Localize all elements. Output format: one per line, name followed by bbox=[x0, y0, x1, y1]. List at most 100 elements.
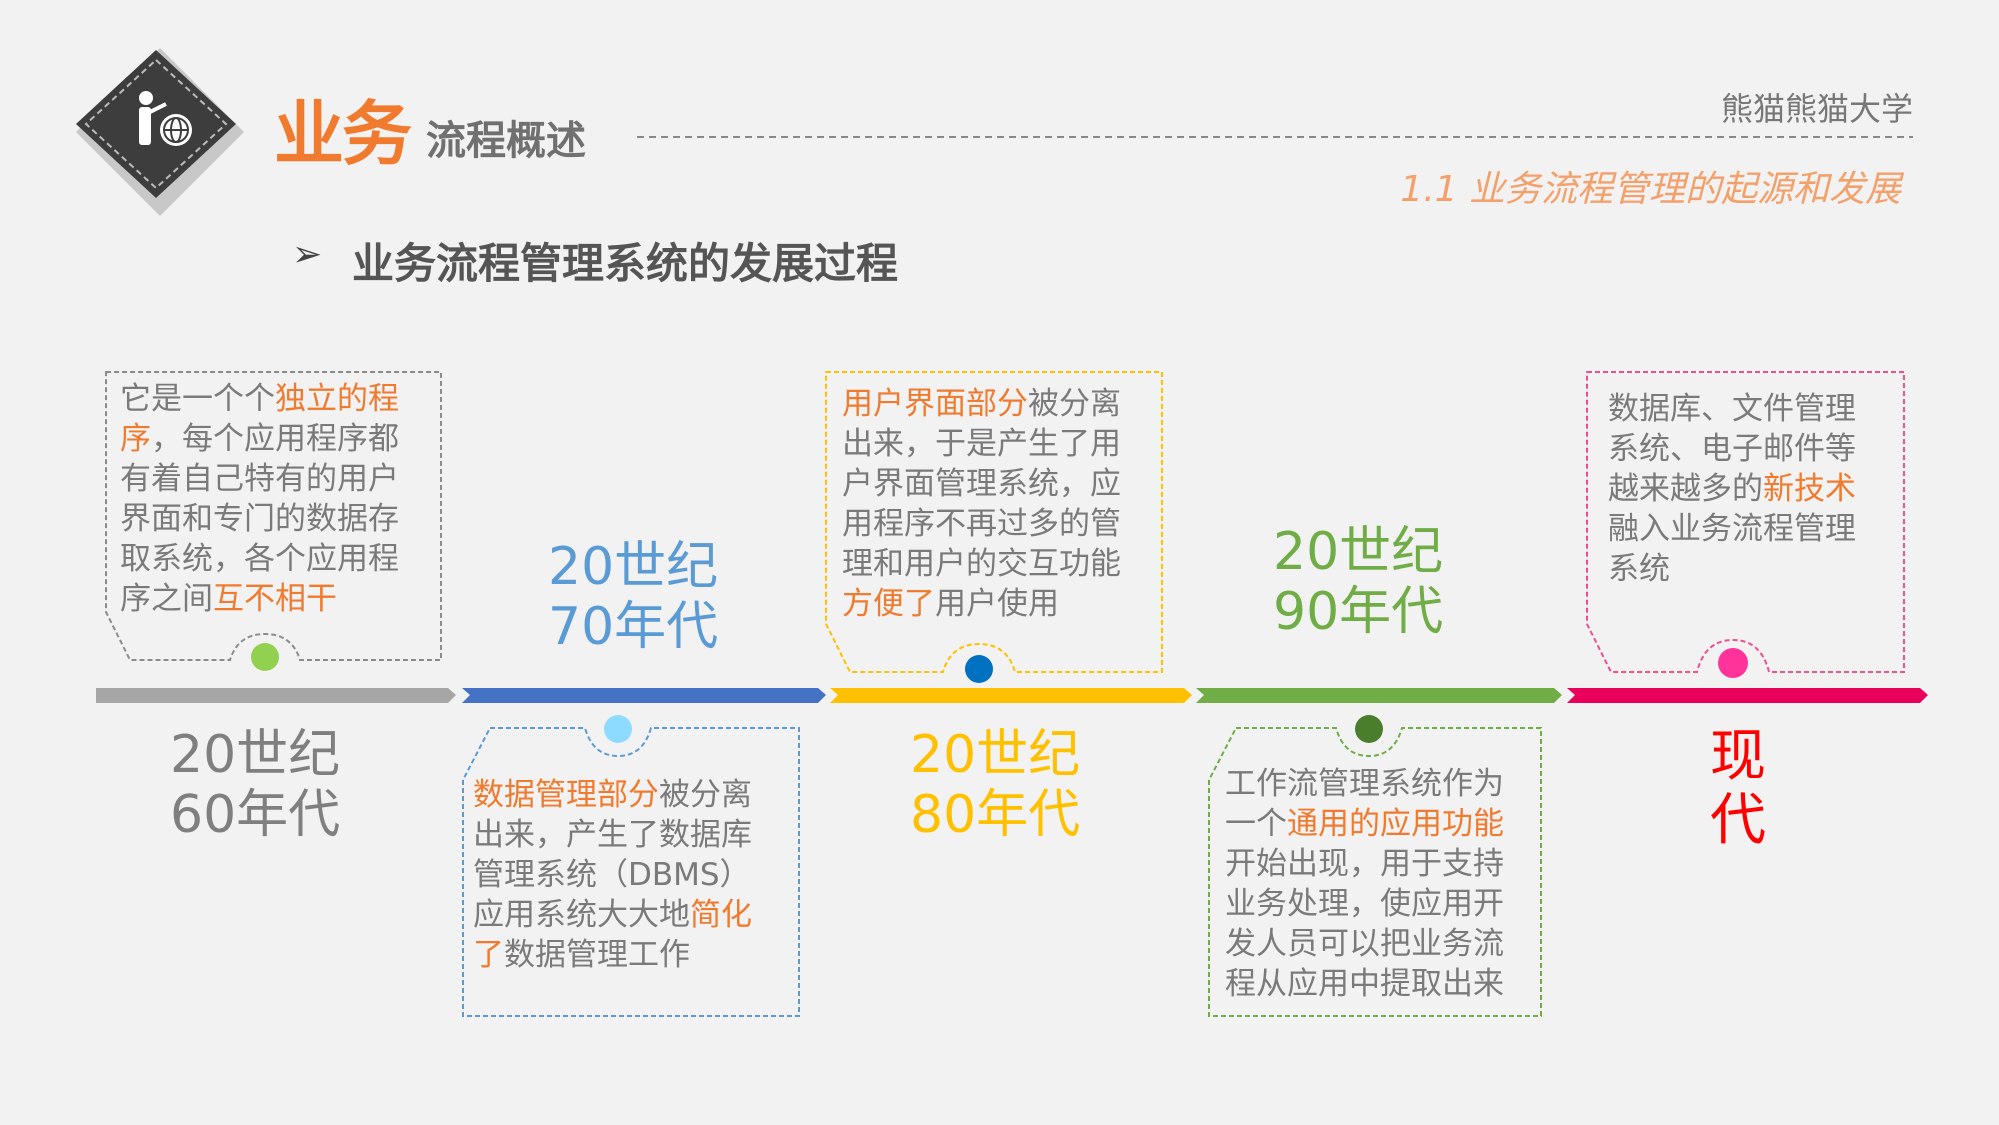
box-text-70s: 数据管理部分被分离出来，产生了数据库管理系统（DBMS）应用系统大大地简化了数据… bbox=[473, 775, 752, 975]
box-text-line: 户界面管理系统，应 bbox=[842, 464, 1121, 504]
highlighted-text: 简化 bbox=[690, 897, 752, 933]
timeline-dot-70s bbox=[604, 715, 632, 743]
timeline-dot-80s bbox=[965, 655, 993, 683]
box-text-line: 出来，产生了数据库 bbox=[473, 815, 752, 855]
box-text-line: 方便了用户使用 bbox=[842, 584, 1121, 624]
era-century: 20世纪 bbox=[910, 725, 1081, 785]
box-70s-border bbox=[462, 727, 800, 1017]
era-second-char: 代 bbox=[1710, 788, 1766, 853]
section-title: 1.1 业务流程管理的起源和发展 bbox=[1400, 169, 1901, 210]
era-label-60s: 20世纪 60年代 bbox=[170, 725, 340, 845]
box-text-line: 用户界面部分被分离 bbox=[842, 384, 1121, 424]
highlighted-text: 了 bbox=[473, 937, 504, 973]
era-label-80s: 20世纪 80年代 bbox=[910, 725, 1080, 845]
box-text-line: 数据库、文件管理 bbox=[1608, 389, 1856, 429]
box-modern-border bbox=[1586, 371, 1905, 673]
section-heading: 业务流程管理系统的发展过程 bbox=[352, 239, 899, 288]
box-text-line: 出来，于是产生了用 bbox=[842, 424, 1121, 464]
body-text: 被分离 bbox=[659, 777, 752, 813]
timeline bbox=[96, 688, 1928, 703]
body-text: 被分离 bbox=[1028, 386, 1121, 422]
box-text-line: 了数据管理工作 bbox=[473, 935, 752, 975]
highlighted-text: 用户界面部分 bbox=[842, 386, 1028, 422]
highlighted-text: 独立的程 bbox=[275, 381, 399, 417]
body-text: 开始出现，用于支持 bbox=[1225, 846, 1504, 882]
body-text: 管理系统（DBMS） bbox=[473, 857, 751, 893]
box-text-line: 融入业务流程管理 bbox=[1608, 509, 1856, 549]
box-text-line: 开始出现，用于支持 bbox=[1225, 844, 1504, 884]
era-decade: 80年代 bbox=[910, 785, 1081, 845]
timeline-dot-modern bbox=[1718, 648, 1748, 678]
box-text-line: 序，每个应用程序都 bbox=[120, 419, 399, 459]
box-text-line: 业务处理，使应用开 bbox=[1225, 884, 1504, 924]
timeline-segment-80s bbox=[830, 688, 1192, 703]
box-text-line: 序之间互不相干 bbox=[120, 579, 399, 619]
box-text-line: 理和用户的交互功能 bbox=[842, 544, 1121, 584]
body-text: 取系统，各个应用程 bbox=[120, 541, 399, 577]
box-90s-border bbox=[1208, 727, 1542, 1017]
highlighted-text: 方便了 bbox=[842, 586, 935, 622]
body-text: 融入业务流程管理 bbox=[1608, 511, 1856, 547]
body-text: 有着自己特有的用户 bbox=[120, 461, 399, 497]
body-text: 业务处理，使应用开 bbox=[1225, 886, 1504, 922]
box-text-line: 越来越多的新技术 bbox=[1608, 469, 1856, 509]
body-text: 出来，于是产生了用 bbox=[842, 426, 1121, 462]
brand-name: 熊猫熊猫大学 bbox=[1720, 90, 1913, 128]
body-text: 界面和专门的数据存 bbox=[120, 501, 399, 537]
box-text-line: 它是一个个独立的程 bbox=[120, 379, 399, 419]
box-text-line: 管理系统（DBMS） bbox=[473, 855, 752, 895]
timeline-segment-60s bbox=[96, 688, 456, 703]
era-century: 20世纪 bbox=[170, 725, 341, 785]
era-decade: 90年代 bbox=[1273, 582, 1444, 642]
timeline-dot-60s bbox=[251, 643, 279, 671]
highlighted-text: 序 bbox=[120, 421, 151, 457]
era-label-90s: 20世纪 90年代 bbox=[1273, 522, 1443, 642]
box-text-line: 一个通用的应用功能 bbox=[1225, 804, 1504, 844]
body-text: 数据库、文件管理 bbox=[1608, 391, 1856, 427]
arrow-bullet-icon: ➢ bbox=[292, 234, 323, 275]
box-text-line: 取系统，各个应用程 bbox=[120, 539, 399, 579]
timeline-segment-70s bbox=[462, 688, 826, 703]
box-text-line: 系统 bbox=[1608, 549, 1856, 589]
body-text: 用户使用 bbox=[935, 586, 1059, 622]
box-text-line: 应用系统大大地简化 bbox=[473, 895, 752, 935]
body-text: 一个 bbox=[1225, 806, 1287, 842]
page-subtitle: 流程概述 bbox=[426, 118, 586, 164]
era-first-char: 现 bbox=[1710, 724, 1766, 789]
timeline-segment-modern bbox=[1567, 688, 1928, 703]
box-text-line: 数据管理部分被分离 bbox=[473, 775, 752, 815]
era-label-70s: 20世纪 70年代 bbox=[548, 537, 718, 657]
body-text: 系统 bbox=[1608, 551, 1670, 587]
box-text-80s: 用户界面部分被分离出来，于是产生了用户界面管理系统，应用程序不再过多的管理和用户… bbox=[842, 384, 1121, 624]
body-text: 程从应用中提取出来 bbox=[1225, 966, 1504, 1002]
era-century: 20世纪 bbox=[548, 537, 719, 597]
box-text-90s: 工作流管理系统作为一个通用的应用功能开始出现，用于支持业务处理，使应用开发人员可… bbox=[1225, 764, 1504, 1004]
body-text: 工作流管理系统作为 bbox=[1225, 766, 1504, 802]
box-text-line: 工作流管理系统作为 bbox=[1225, 764, 1504, 804]
box-text-line: 系统、电子邮件等 bbox=[1608, 429, 1856, 469]
highlighted-text: 通用的应用功能 bbox=[1287, 806, 1504, 842]
highlighted-text: 新技术 bbox=[1763, 471, 1856, 507]
era-century: 20世纪 bbox=[1273, 522, 1444, 582]
body-text: 用程序不再过多的管 bbox=[842, 506, 1121, 542]
body-text: ，每个应用程序都 bbox=[151, 421, 399, 457]
box-text-modern: 数据库、文件管理系统、电子邮件等越来越多的新技术融入业务流程管理系统 bbox=[1608, 389, 1856, 589]
timeline-segment-90s bbox=[1196, 688, 1562, 703]
box-text-line: 有着自己特有的用户 bbox=[120, 459, 399, 499]
era-label-modern: 现 代 bbox=[1710, 725, 1766, 853]
box-text-60s: 它是一个个独立的程序，每个应用程序都有着自己特有的用户界面和专门的数据存取系统，… bbox=[120, 379, 399, 619]
box-60s-border bbox=[105, 371, 442, 661]
body-text: 出来，产生了数据库 bbox=[473, 817, 752, 853]
body-text: 序之间 bbox=[120, 581, 213, 617]
body-text: 理和用户的交互功能 bbox=[842, 546, 1121, 582]
era-decade: 60年代 bbox=[170, 785, 341, 845]
box-text-line: 界面和专门的数据存 bbox=[120, 499, 399, 539]
box-80s-border bbox=[825, 371, 1163, 673]
page-title: 业务 bbox=[274, 93, 412, 175]
highlighted-text: 互不相干 bbox=[213, 581, 337, 617]
body-text: 系统、电子邮件等 bbox=[1608, 431, 1856, 467]
timeline-dot-90s bbox=[1355, 715, 1383, 743]
body-text: 数据管理工作 bbox=[504, 937, 690, 973]
presenter-globe-icon bbox=[76, 48, 244, 216]
